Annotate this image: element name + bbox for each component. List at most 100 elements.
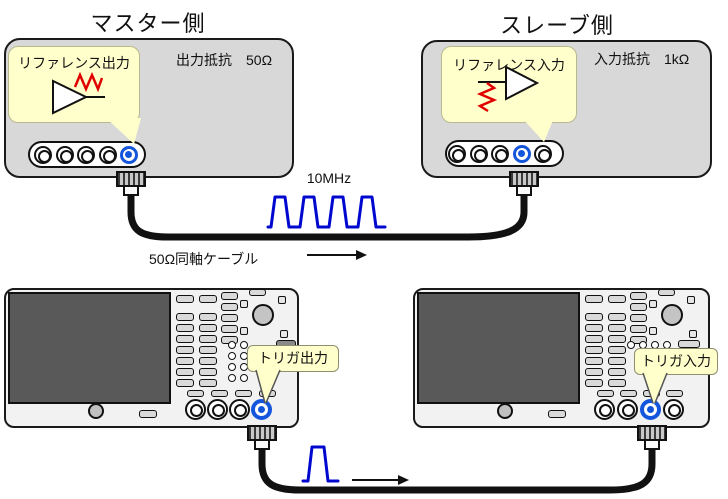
panel-square-button	[649, 300, 657, 308]
panel-button	[199, 295, 217, 303]
reference-output-bubble: リファレンス出力	[8, 46, 140, 123]
power-button	[88, 403, 104, 419]
panel-square-button	[689, 330, 697, 338]
clock-waveform-icon	[266, 195, 387, 229]
trigger-input-bubble: トリガ入力	[634, 348, 718, 375]
panel-button	[176, 368, 194, 376]
bnc-connector	[663, 399, 684, 420]
panel-button	[608, 357, 626, 365]
panel-button	[211, 390, 228, 397]
panel-button	[187, 390, 204, 397]
panel-button	[235, 390, 252, 397]
reference-coax-cable	[127, 194, 528, 241]
panel-button	[176, 324, 194, 332]
bnc-connector	[617, 399, 638, 420]
panel-button	[585, 346, 603, 354]
panel-button	[630, 325, 647, 333]
panel-dot	[228, 352, 236, 360]
bnc-connector	[594, 399, 615, 420]
plug-ferrule	[644, 439, 660, 450]
panel-dot	[240, 374, 248, 382]
panel-button	[608, 295, 626, 303]
banana-connector	[491, 145, 509, 163]
panel-square-button	[240, 327, 248, 335]
flow-arrow	[352, 475, 409, 485]
panel-button	[199, 324, 217, 332]
input-impedance-label: 入力抵抗 1kΩ	[594, 51, 690, 67]
panel-button	[585, 379, 603, 387]
panel-dot	[240, 341, 248, 349]
panel-dot	[228, 363, 236, 371]
banana-connector	[56, 146, 74, 164]
trigger-output-connector	[251, 399, 272, 420]
panel-button	[585, 357, 603, 365]
panel-square-button	[240, 300, 248, 308]
panel-knob	[661, 304, 683, 326]
panel-button	[630, 336, 647, 344]
panel-button	[221, 292, 238, 300]
panel-button	[176, 357, 194, 365]
bnc-connector	[229, 399, 250, 420]
panel-button	[176, 346, 194, 354]
panel-button	[585, 295, 603, 303]
plug-ferrule	[516, 185, 532, 196]
coax-cable-label: 50Ω同軸ケーブル	[149, 251, 259, 267]
trigger-output-bubble: トリガ出力	[247, 345, 339, 372]
panel-square-button	[280, 330, 288, 338]
panel-button	[608, 324, 626, 332]
panel-button	[221, 303, 238, 311]
slave-title: スレーブ側	[500, 13, 614, 38]
panel-button	[199, 346, 217, 354]
panel-dot	[627, 341, 635, 349]
panel-button	[199, 313, 217, 321]
banana-connector	[77, 146, 95, 164]
banana-connector	[99, 146, 117, 164]
panel-button	[585, 335, 603, 343]
bnc-connector	[185, 399, 206, 420]
panel-button	[221, 325, 238, 333]
banana-connector	[470, 145, 488, 163]
panel-button	[630, 314, 647, 322]
panel-button	[597, 390, 614, 397]
panel-button	[176, 335, 194, 343]
panel-button	[199, 357, 217, 365]
output-impedance-label: 出力抵抗 50Ω	[176, 52, 273, 68]
panel-button	[176, 295, 194, 303]
panel-button	[176, 379, 194, 387]
panel-button	[608, 368, 626, 376]
power-button	[497, 403, 513, 419]
panel-button	[620, 390, 637, 397]
oscilloscope-screen	[8, 292, 171, 404]
panel-button	[608, 379, 626, 387]
banana-connector	[34, 146, 52, 164]
panel-button	[630, 303, 647, 311]
panel-button	[658, 289, 675, 296]
panel-button	[221, 314, 238, 322]
trigger-input-label: トリガ入力	[641, 353, 711, 369]
clock-frequency-label: 10MHz	[306, 170, 352, 186]
panel-button	[678, 340, 700, 348]
panel-button	[199, 368, 217, 376]
panel-button	[585, 368, 603, 376]
panel-button	[630, 292, 647, 300]
panel-button	[176, 313, 194, 321]
flow-arrow	[307, 250, 367, 260]
trigger-input-connector	[640, 399, 661, 420]
panel-square-button	[687, 296, 695, 304]
oscilloscope-screen	[417, 292, 580, 404]
reference-input-bubble: リファレンス入力	[441, 46, 577, 123]
banana-connector	[448, 145, 466, 163]
reference-output-connector	[120, 146, 138, 164]
master-title: マスター側	[90, 11, 206, 36]
panel-button	[608, 346, 626, 354]
reference-input-connector	[513, 145, 531, 163]
panel-button	[608, 335, 626, 343]
panel-button	[608, 313, 626, 321]
panel-square-button	[649, 327, 657, 335]
plug-ferrule	[254, 439, 270, 450]
panel-dot	[228, 374, 236, 382]
panel-button	[199, 335, 217, 343]
bnc-connector	[207, 399, 228, 420]
reference-output-label: リファレンス出力	[18, 55, 130, 71]
